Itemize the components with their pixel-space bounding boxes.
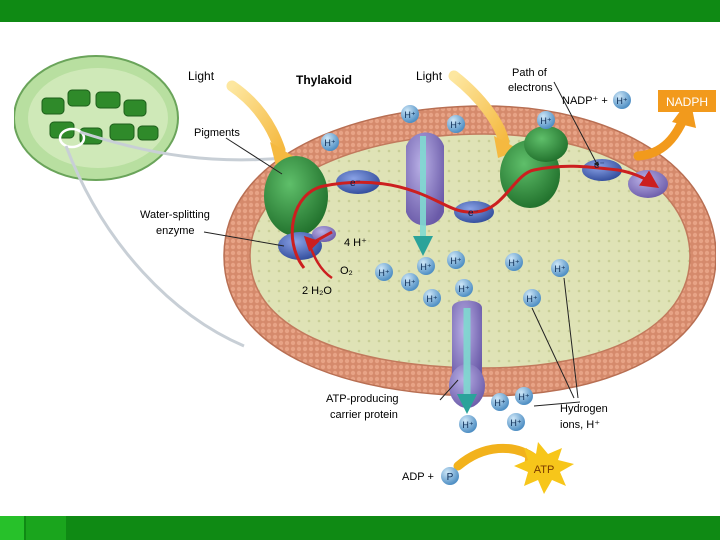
pigments-label: Pigments: [194, 127, 240, 139]
svg-text:H⁺: H⁺: [450, 256, 461, 266]
svg-text:H⁺: H⁺: [554, 264, 565, 274]
water-splitting-label-line2: enzyme: [156, 225, 195, 237]
h-ion: H⁺: [613, 91, 631, 109]
nadph-label: NADPH: [666, 95, 708, 109]
h-ion: H⁺: [537, 111, 555, 129]
svg-text:H⁺: H⁺: [518, 392, 529, 402]
light-label-right: Light: [416, 69, 443, 83]
footer-bar: [0, 516, 720, 540]
atp-producing-label-line1: ATP-producing: [326, 393, 399, 405]
electron-label: e⁻: [350, 178, 361, 189]
thylakoid-label: Thylakoid: [296, 73, 352, 87]
svg-text:H⁺: H⁺: [616, 96, 627, 106]
svg-text:H⁺: H⁺: [462, 420, 473, 430]
svg-text:H⁺: H⁺: [540, 116, 551, 126]
h-ion: H⁺: [375, 263, 393, 281]
four-h-label: 4 H⁺: [344, 237, 367, 249]
atp-producing-label-line2: carrier protein: [330, 409, 398, 421]
h-ion: H⁺: [423, 289, 441, 307]
footer-accent-block: [0, 516, 24, 540]
svg-text:H⁺: H⁺: [450, 120, 461, 130]
svg-text:H⁺: H⁺: [404, 278, 415, 288]
o2-label: O₂: [340, 265, 353, 277]
svg-text:H⁺: H⁺: [494, 398, 505, 408]
adp-label: ADP +: [402, 471, 434, 483]
h-ion: H⁺: [507, 413, 525, 431]
svg-text:H⁺: H⁺: [510, 418, 521, 428]
atp-synthase: [449, 301, 485, 411]
phosphate-label: P: [447, 472, 454, 483]
header-bar: [0, 0, 720, 22]
h-ion: H⁺: [321, 133, 339, 151]
h-ion: H⁺: [417, 257, 435, 275]
water-label: 2 H₂O: [302, 285, 332, 297]
nadp-label: NADP⁺ +: [562, 95, 608, 107]
path-of-electrons-label-line1: Path of: [512, 67, 548, 79]
svg-text:H⁺: H⁺: [526, 294, 537, 304]
svg-text:H⁺: H⁺: [378, 268, 389, 278]
svg-text:H⁺: H⁺: [404, 110, 415, 120]
h-ion: H⁺: [551, 259, 569, 277]
hydrogen-ions-label-line1: Hydrogen: [560, 403, 608, 415]
svg-text:H⁺: H⁺: [508, 258, 519, 268]
svg-text:H⁺: H⁺: [426, 294, 437, 304]
light-label-left: Light: [188, 69, 215, 83]
h-ion: H⁺: [401, 273, 419, 291]
h-ion: H⁺: [491, 393, 509, 411]
electron-label: e⁻: [468, 208, 479, 219]
path-of-electrons-label-line2: electrons: [508, 82, 553, 94]
water-splitting-label-line1: Water-splitting: [140, 209, 210, 221]
thylakoid-diagram: NADPH ATP ADP + P H⁺ H⁺ H⁺ H⁺ H⁺ H⁺ H⁺ H…: [14, 46, 716, 500]
atp-label: ATP: [534, 464, 555, 476]
hydrogen-ions-label-line2: ions, H⁺: [560, 419, 600, 431]
footer-accent-block: [26, 516, 66, 540]
h-ion: H⁺: [447, 251, 465, 269]
light-beam-left: [232, 86, 296, 166]
svg-text:H⁺: H⁺: [458, 284, 469, 294]
h-ion: H⁺: [401, 105, 419, 123]
h-ion: H⁺: [447, 115, 465, 133]
svg-text:H⁺: H⁺: [324, 138, 335, 148]
h-ion: H⁺: [459, 415, 477, 433]
svg-text:H⁺: H⁺: [420, 262, 431, 272]
h-ion: H⁺: [455, 279, 473, 297]
h-ion: H⁺: [505, 253, 523, 271]
h-ion: H⁺: [515, 387, 533, 405]
h-ion: H⁺: [523, 289, 541, 307]
